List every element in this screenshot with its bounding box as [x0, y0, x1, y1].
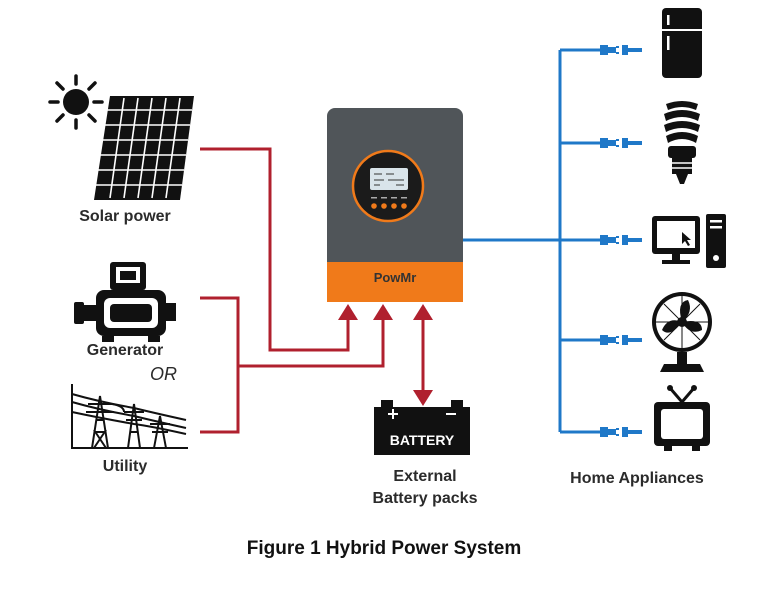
battery-caption-line1: External	[393, 468, 457, 485]
appliances-label: Home Appliances	[570, 470, 704, 487]
fan-icon	[652, 292, 712, 372]
inverter-icon	[327, 108, 463, 302]
figure-caption: Figure 1 Hybrid Power System	[246, 538, 522, 559]
plug-icon	[600, 427, 642, 437]
refrigerator-icon	[662, 8, 702, 78]
wire-arrows	[338, 304, 433, 406]
plug-icon	[600, 335, 642, 345]
or-label: OR	[150, 364, 177, 384]
solar-wire	[200, 147, 350, 352]
plug-icon	[600, 235, 642, 245]
battery-text: BATTERY	[389, 432, 455, 448]
output-wires	[462, 48, 602, 434]
light-bulb-icon	[664, 101, 700, 184]
plugs	[600, 45, 642, 437]
tv-icon	[654, 385, 710, 451]
sun-icon	[48, 74, 104, 130]
power-tower-icon	[71, 384, 188, 449]
solar-arrow	[338, 304, 358, 320]
plug-icon	[600, 45, 642, 55]
inverter-brand: PowMr	[373, 270, 417, 285]
solar-panel-icon	[94, 96, 194, 200]
battery-arrow-up	[413, 304, 433, 320]
plug-icon	[600, 138, 642, 148]
input-wires	[200, 147, 425, 434]
grid-arrow	[373, 304, 393, 320]
battery-icon	[374, 400, 470, 455]
generator-icon	[74, 262, 176, 342]
battery-caption-line2: Battery packs	[372, 490, 478, 507]
computer-icon	[652, 214, 726, 268]
solar-label: Solar power	[79, 208, 171, 225]
battery-arrow-down	[413, 390, 433, 406]
grid-wire	[238, 318, 385, 368]
generator-label: Generator	[86, 342, 164, 359]
utility-label: Utility	[102, 458, 148, 475]
